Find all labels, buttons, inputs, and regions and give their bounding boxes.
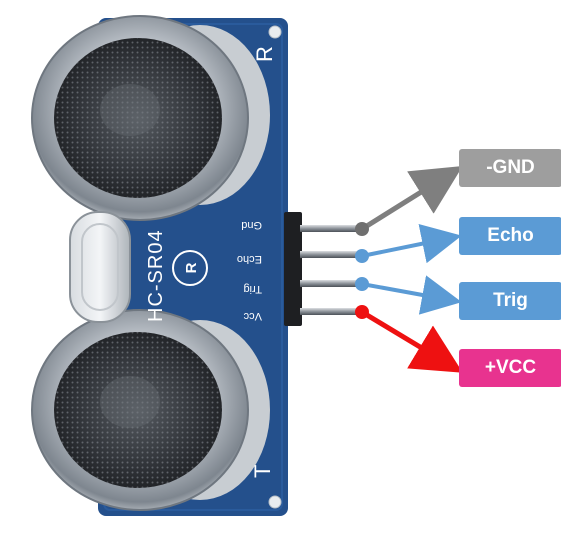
silk-vcc: Vcc — [243, 310, 262, 322]
pin-silkscreen: Gnd Echo Trig Vcc — [237, 219, 262, 322]
pin-header — [284, 212, 302, 326]
rohs-logo: R — [172, 250, 208, 286]
label-trig: Trig — [459, 282, 561, 320]
connector-gnd — [355, 166, 463, 236]
transmitter-mark: T — [250, 465, 275, 478]
silk-gnd: Gnd — [241, 219, 262, 231]
receiver-transducer — [31, 15, 270, 221]
model-text: HC-SR04 — [145, 229, 167, 322]
label-echo: Echo — [459, 217, 561, 255]
receiver-mark: R — [252, 46, 277, 62]
connector-echo — [355, 224, 462, 264]
svg-text:R: R — [183, 262, 200, 273]
header-pins — [300, 225, 362, 315]
connector-vcc — [355, 305, 463, 373]
pin-echo — [300, 251, 362, 258]
transmitter-transducer — [31, 309, 270, 511]
pin-vcc — [300, 308, 362, 315]
label-gnd: -GND — [459, 149, 561, 187]
silk-echo: Echo — [237, 253, 262, 265]
connector-trig — [355, 275, 462, 315]
pin-trig — [300, 280, 362, 287]
silk-trig: Trig — [243, 283, 262, 295]
label-vcc: +VCC — [459, 349, 561, 387]
pin-gnd — [300, 225, 362, 232]
crystal-oscillator — [69, 211, 131, 323]
